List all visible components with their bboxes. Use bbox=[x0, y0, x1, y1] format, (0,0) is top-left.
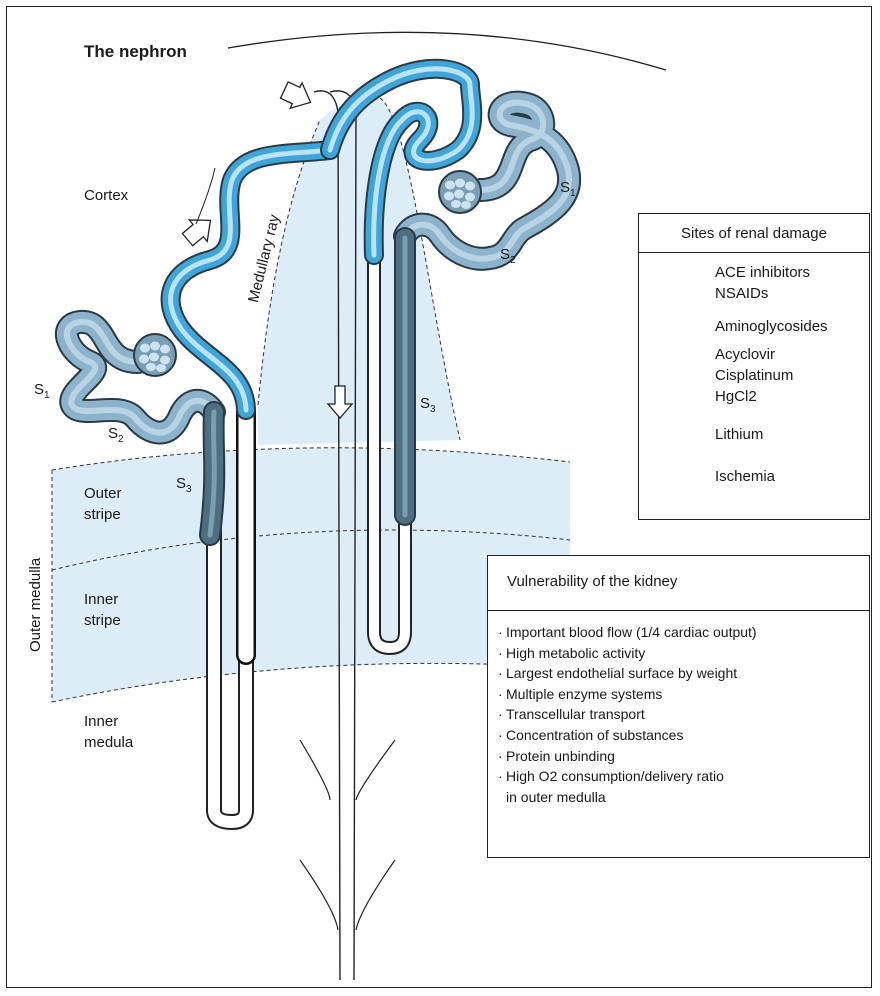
legend-text: Lithium bbox=[715, 424, 763, 445]
diagram-title: The nephron bbox=[84, 42, 187, 62]
segment-s2-right: S2 bbox=[500, 245, 516, 267]
legend-item-distal: Lithium bbox=[715, 424, 763, 445]
legend-box: Sites of renal damage ACE inhibitors NSA… bbox=[638, 213, 870, 520]
right-glomerulus-icon bbox=[439, 171, 481, 213]
legend-item-ischemia: Ischemia bbox=[715, 466, 775, 487]
vulnerability-title: Vulnerability of the kidney bbox=[488, 556, 869, 611]
segment-s2-left: S2 bbox=[108, 424, 124, 446]
list-item: ·Protein unbinding bbox=[498, 746, 869, 767]
vulnerability-box: Vulnerability of the kidney ·Important b… bbox=[487, 555, 870, 858]
cortex-label: Cortex bbox=[84, 186, 128, 206]
legend-item-proximal: Aminoglycosides bbox=[715, 316, 828, 337]
segment-s1-right: S1 bbox=[560, 178, 576, 200]
legend-text: Acyclovir bbox=[715, 344, 793, 365]
outer-stripe-label-2: stripe bbox=[84, 505, 121, 525]
list-item: ·High metabolic activity bbox=[498, 643, 869, 664]
list-item: ·Transcellular transport bbox=[498, 704, 869, 725]
segment-s3-right: S3 bbox=[420, 394, 436, 416]
list-item: ·Largest endothelial surface by weight bbox=[498, 663, 869, 684]
left-glomerulus-icon bbox=[134, 334, 176, 376]
inner-stripe-label-2: stripe bbox=[84, 611, 121, 631]
legend-text: Cisplatinum bbox=[715, 365, 793, 386]
legend-item-glomerulus: ACE inhibitors NSAIDs bbox=[715, 262, 810, 304]
legend-title: Sites of renal damage bbox=[639, 214, 869, 253]
inner-medulla-label-1: Inner bbox=[84, 712, 118, 732]
list-item: ·Multiple enzyme systems bbox=[498, 684, 869, 705]
list-item: ·High O2 consumption/delivery ratio bbox=[498, 766, 869, 787]
list-item-continuation: in outer medulla bbox=[498, 787, 869, 808]
inner-medulla-label-2: medula bbox=[84, 733, 133, 753]
list-item: ·Concentration of substances bbox=[498, 725, 869, 746]
legend-text: HgCl2 bbox=[715, 386, 793, 407]
legend-text: ACE inhibitors bbox=[715, 262, 810, 283]
list-item: ·Important blood flow (1/4 cardiac outpu… bbox=[498, 622, 869, 643]
legend-text: Aminoglycosides bbox=[715, 316, 828, 337]
legend-text: NSAIDs bbox=[715, 283, 810, 304]
outer-stripe-label-1: Outer bbox=[84, 484, 122, 504]
inner-stripe-label-1: Inner bbox=[84, 590, 118, 610]
legend-item-s3: Acyclovir Cisplatinum HgCl2 bbox=[715, 344, 793, 407]
segment-s3-left: S3 bbox=[176, 474, 192, 496]
outer-medulla-label: Outer medulla bbox=[26, 558, 46, 652]
segment-s1-left: S1 bbox=[34, 380, 50, 402]
legend-text: Ischemia bbox=[715, 466, 775, 487]
vulnerability-list: ·Important blood flow (1/4 cardiac outpu… bbox=[488, 611, 869, 807]
